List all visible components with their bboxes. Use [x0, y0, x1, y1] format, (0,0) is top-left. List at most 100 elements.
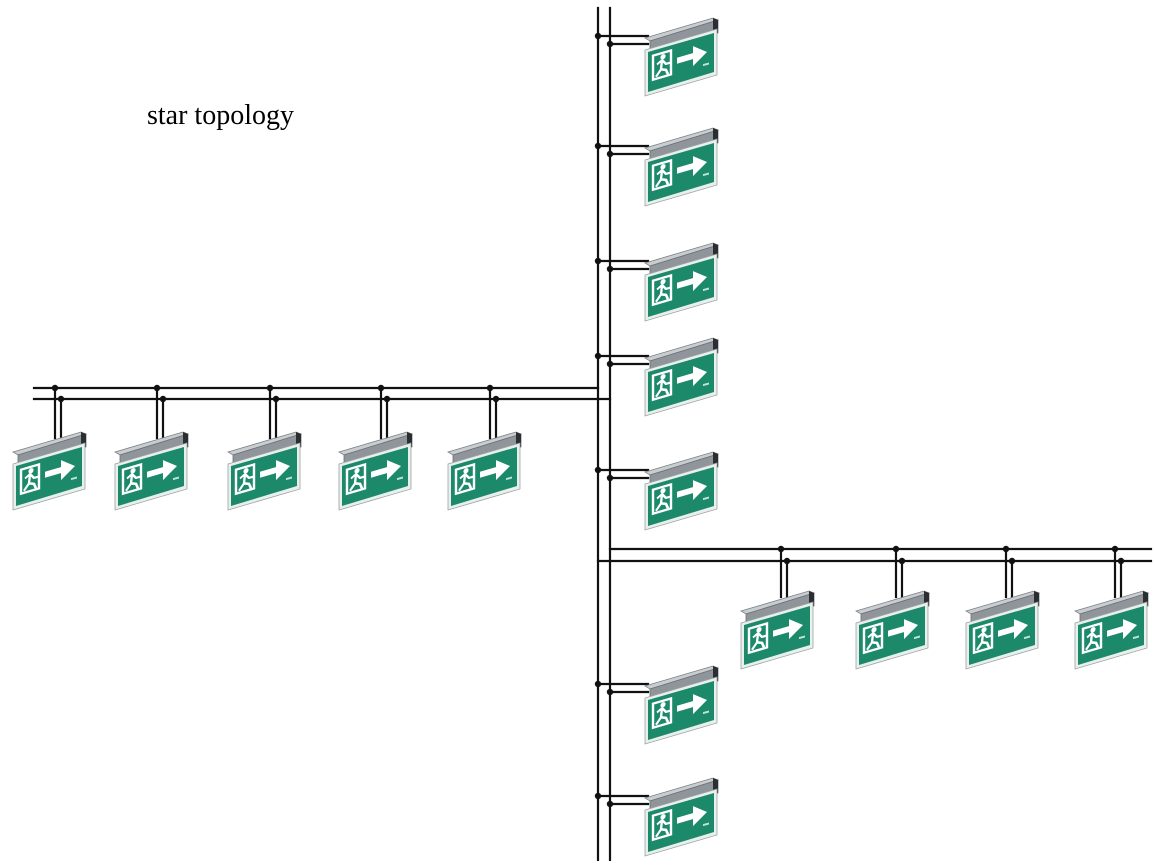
sign-small-label	[703, 62, 709, 67]
running-man-icon	[234, 462, 256, 496]
sign-small-label	[703, 822, 709, 827]
arrow-head	[387, 460, 401, 481]
arrow-right-icon	[677, 366, 707, 387]
figure-leg-back	[125, 473, 134, 492]
sign-small-label	[397, 476, 403, 481]
figure-head	[660, 702, 666, 708]
figure-leg-back	[655, 707, 664, 726]
door-frame	[121, 462, 143, 496]
figure-arms	[656, 706, 670, 714]
exit-sign	[740, 590, 816, 670]
figure-head	[660, 164, 666, 170]
junction-dot	[606, 150, 614, 158]
running-man-icon	[651, 273, 673, 307]
arrow-right-icon	[45, 460, 75, 481]
exit-sign	[1074, 590, 1150, 670]
junction-dot	[594, 792, 602, 800]
junction-dot	[594, 680, 602, 688]
running-man-icon	[345, 462, 367, 496]
running-man-icon	[651, 48, 673, 82]
arrow-head	[1123, 619, 1137, 640]
figure-arms	[867, 631, 881, 639]
running-man-icon	[651, 808, 673, 842]
figure-arms	[656, 168, 670, 176]
figure-leg-back	[655, 379, 664, 398]
exit-sign	[644, 127, 720, 207]
sign-small-label	[703, 382, 709, 387]
arrow-shaft	[260, 466, 278, 478]
arrow-shaft	[677, 52, 695, 64]
figure-leg-back	[655, 493, 664, 512]
junction-dot	[383, 395, 391, 403]
junction-dot	[159, 395, 167, 403]
arrow-shaft	[677, 162, 695, 174]
arrow-shaft	[371, 466, 389, 478]
figure-leg-front	[243, 482, 253, 490]
sign-small-label	[799, 635, 805, 640]
figure-head	[660, 814, 666, 820]
sign-small-label	[703, 172, 709, 177]
arrow-head	[163, 460, 177, 481]
arrow-right-icon	[677, 806, 707, 827]
figure-leg-back	[655, 819, 664, 838]
running-man-icon	[121, 462, 143, 496]
arrow-right-icon	[677, 46, 707, 67]
junction-dot	[1002, 545, 1010, 553]
exit-sign	[965, 590, 1041, 670]
running-man-icon	[651, 696, 673, 730]
arrow-right-icon	[677, 271, 707, 292]
junction-dot	[1008, 557, 1016, 565]
figure-head	[243, 468, 249, 474]
arrow-right-icon	[371, 460, 401, 481]
junction-dot	[377, 384, 385, 392]
arrow-right-icon	[480, 460, 510, 481]
junction-dot	[492, 395, 500, 403]
sign-layer	[12, 17, 1150, 857]
figure-head	[1090, 627, 1096, 633]
figure-leg-front	[354, 482, 364, 490]
junction-dot	[266, 384, 274, 392]
figure-arms	[656, 818, 670, 826]
figure-leg-front	[981, 641, 991, 649]
running-man-icon	[862, 621, 884, 655]
exit-sign	[644, 777, 720, 857]
junction-dot	[1117, 557, 1125, 565]
arrow-right-icon	[260, 460, 290, 481]
figure-head	[871, 627, 877, 633]
arrow-head	[61, 460, 75, 481]
sign-small-label	[703, 496, 709, 501]
figure-leg-back	[458, 473, 467, 492]
arrow-shaft	[45, 466, 63, 478]
figure-head	[756, 627, 762, 633]
junction-dot	[51, 384, 59, 392]
arrow-right-icon	[998, 619, 1028, 640]
figure-arms	[977, 631, 991, 639]
arrow-head	[693, 694, 707, 715]
figure-head	[660, 54, 666, 60]
figure-leg-front	[660, 388, 670, 396]
arrow-shaft	[677, 700, 695, 712]
figure-arms	[126, 472, 140, 480]
arrow-head	[693, 366, 707, 387]
exit-sign	[644, 451, 720, 531]
arrow-head	[904, 619, 918, 640]
junction-dot	[606, 360, 614, 368]
junction-dot	[486, 384, 494, 392]
figure-leg-back	[866, 632, 875, 651]
figure-leg-front	[463, 482, 473, 490]
figure-arms	[656, 492, 670, 500]
arrow-shaft	[677, 372, 695, 384]
figure-head	[130, 468, 136, 474]
figure-head	[463, 468, 469, 474]
exit-sign	[227, 431, 303, 511]
junction-dot	[594, 466, 602, 474]
sign-small-label	[914, 635, 920, 640]
door-frame	[651, 368, 673, 402]
junction-dot	[594, 257, 602, 265]
arrow-shaft	[1107, 625, 1125, 637]
junction-dot	[606, 474, 614, 482]
arrow-head	[693, 156, 707, 177]
sign-small-label	[71, 476, 77, 481]
junction-dot	[777, 545, 785, 553]
